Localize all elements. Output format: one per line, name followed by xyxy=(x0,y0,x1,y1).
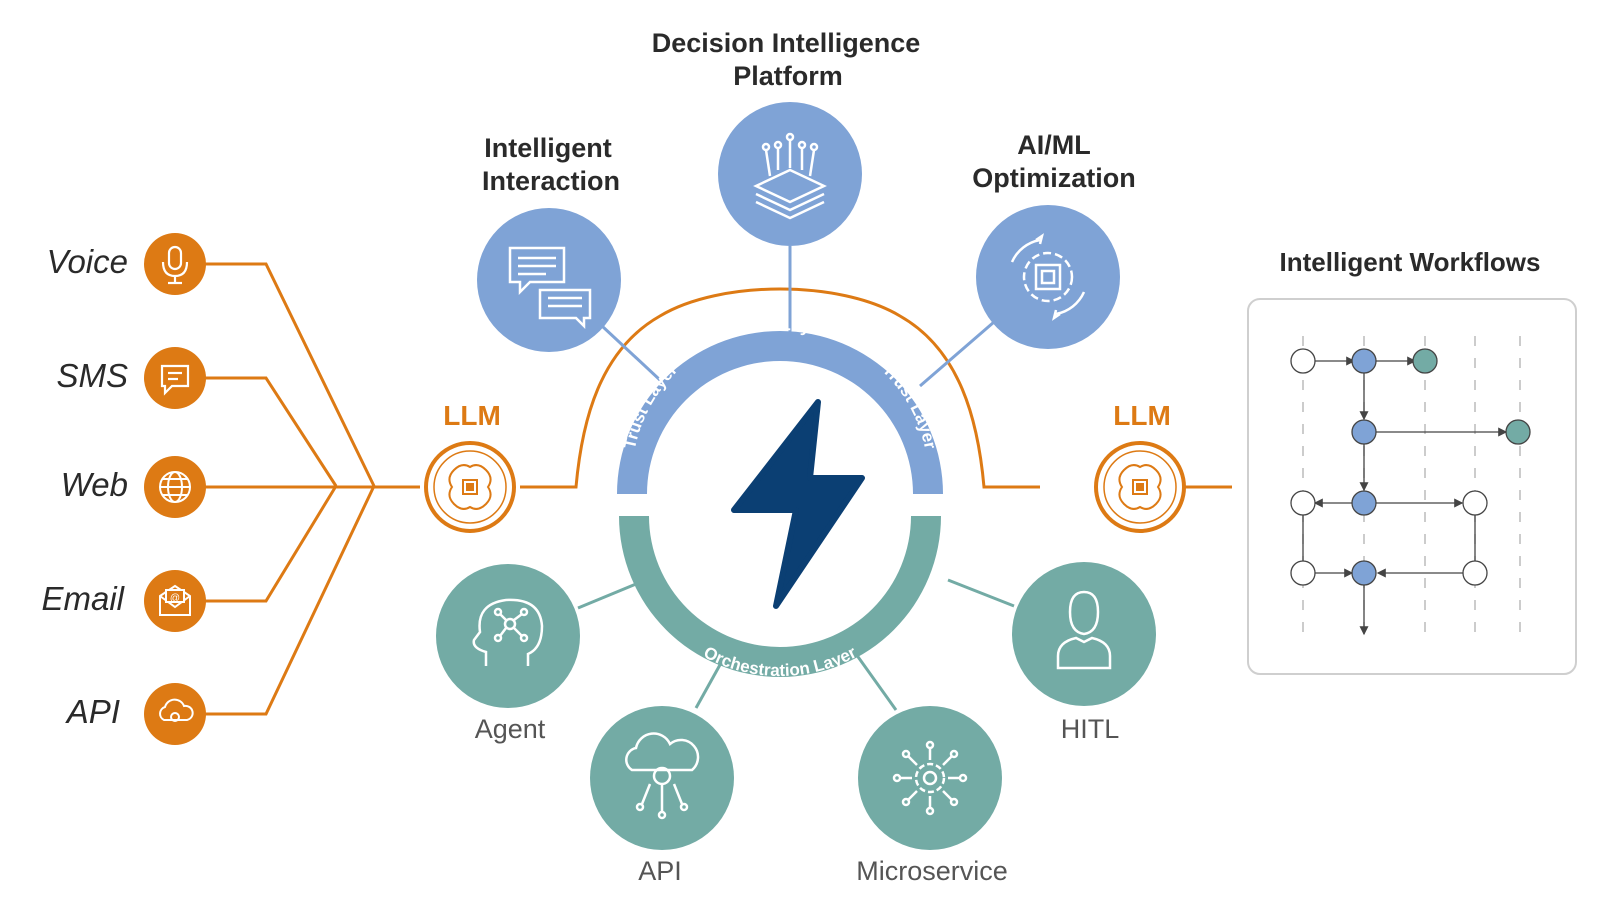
channel-web-label: Web xyxy=(61,466,128,503)
node-connectors xyxy=(577,246,1015,711)
gear-chip-icon xyxy=(1010,233,1086,321)
workflow-node xyxy=(1505,419,1531,445)
orchestration-layer-ring xyxy=(619,516,941,677)
person-icon xyxy=(1056,590,1112,670)
chat-bubble-icon xyxy=(160,364,190,396)
svg-text:@: @ xyxy=(170,593,180,604)
gear-network-icon xyxy=(892,740,968,816)
channel-sms-label: SMS xyxy=(56,357,128,394)
workflows-panel xyxy=(1247,298,1577,675)
workflows-title: Intelligent Workflows xyxy=(1280,247,1541,277)
brain-chip-icon xyxy=(1118,464,1162,510)
channel-voice-label: Voice xyxy=(47,243,128,280)
workflow-node xyxy=(1351,560,1377,586)
llm-left-label: LLM xyxy=(443,400,501,431)
envelope-icon: @ xyxy=(159,584,191,616)
channel-email-label: Email xyxy=(41,580,125,617)
llm-right: LLM xyxy=(1094,400,1186,533)
node-decision-intelligence: Decision Intelligence Platform xyxy=(652,28,921,246)
lightning-bolt-icon xyxy=(731,399,865,609)
microphone-icon xyxy=(161,245,189,285)
workflow-node xyxy=(1412,348,1438,374)
node-api: API xyxy=(590,706,734,886)
agent-label: Agent xyxy=(475,714,546,744)
llm-right-label: LLM xyxy=(1113,400,1171,431)
channel-email: Email @ xyxy=(41,570,206,632)
core: Trust Layer Trust Layer Trust Layer Orch… xyxy=(617,315,943,680)
microservice-label: Microservice xyxy=(856,856,1008,886)
trust-layer-ring xyxy=(617,331,943,494)
llm-left: LLM xyxy=(424,400,516,533)
hitl-label: HITL xyxy=(1061,714,1120,744)
intelligent-interaction-label-1: Intelligent xyxy=(484,133,612,163)
channel-api: API xyxy=(65,683,206,745)
node-ai-ml-optimization: AI/ML Optimization xyxy=(972,130,1136,349)
workflow-node xyxy=(1351,490,1377,516)
channel-sms: SMS xyxy=(56,347,206,409)
cloud-network-icon xyxy=(625,732,700,820)
circuit-chip-icon xyxy=(753,132,827,220)
api-label: API xyxy=(638,856,682,886)
channel-connectors xyxy=(205,262,1232,716)
head-network-icon xyxy=(472,598,544,666)
workflow-nodes xyxy=(1290,348,1531,586)
chat-bubbles-icon xyxy=(508,246,592,330)
workflow-node xyxy=(1462,560,1488,586)
workflow-node xyxy=(1462,490,1488,516)
intelligent-workflows: Intelligent Workflows xyxy=(1247,247,1577,675)
channel-api-label: API xyxy=(65,693,120,730)
channel-voice: Voice xyxy=(47,233,206,295)
decision-intelligence-label-2: Platform xyxy=(733,61,843,91)
workflow-edges xyxy=(1302,356,1508,636)
workflow-node xyxy=(1351,348,1377,374)
node-agent: Agent xyxy=(436,564,580,744)
channel-web: Web xyxy=(61,456,206,518)
workflow-node xyxy=(1351,419,1377,445)
brain-chip-icon xyxy=(448,464,492,510)
intelligent-interaction-label-2: Interaction xyxy=(482,166,620,196)
workflow-node xyxy=(1290,348,1316,374)
ai-ml-optimization-label-2: Optimization xyxy=(972,163,1136,193)
workflow-node xyxy=(1290,560,1316,586)
node-microservice: Microservice xyxy=(856,706,1008,886)
ai-ml-optimization-label-1: AI/ML xyxy=(1017,130,1091,160)
globe-icon xyxy=(159,471,191,503)
node-intelligent-interaction: Intelligent Interaction xyxy=(477,133,621,352)
decision-intelligence-label-1: Decision Intelligence xyxy=(652,28,921,58)
cloud-gear-icon xyxy=(159,698,194,722)
node-hitl: HITL xyxy=(1012,562,1156,744)
workflow-node xyxy=(1290,490,1316,516)
